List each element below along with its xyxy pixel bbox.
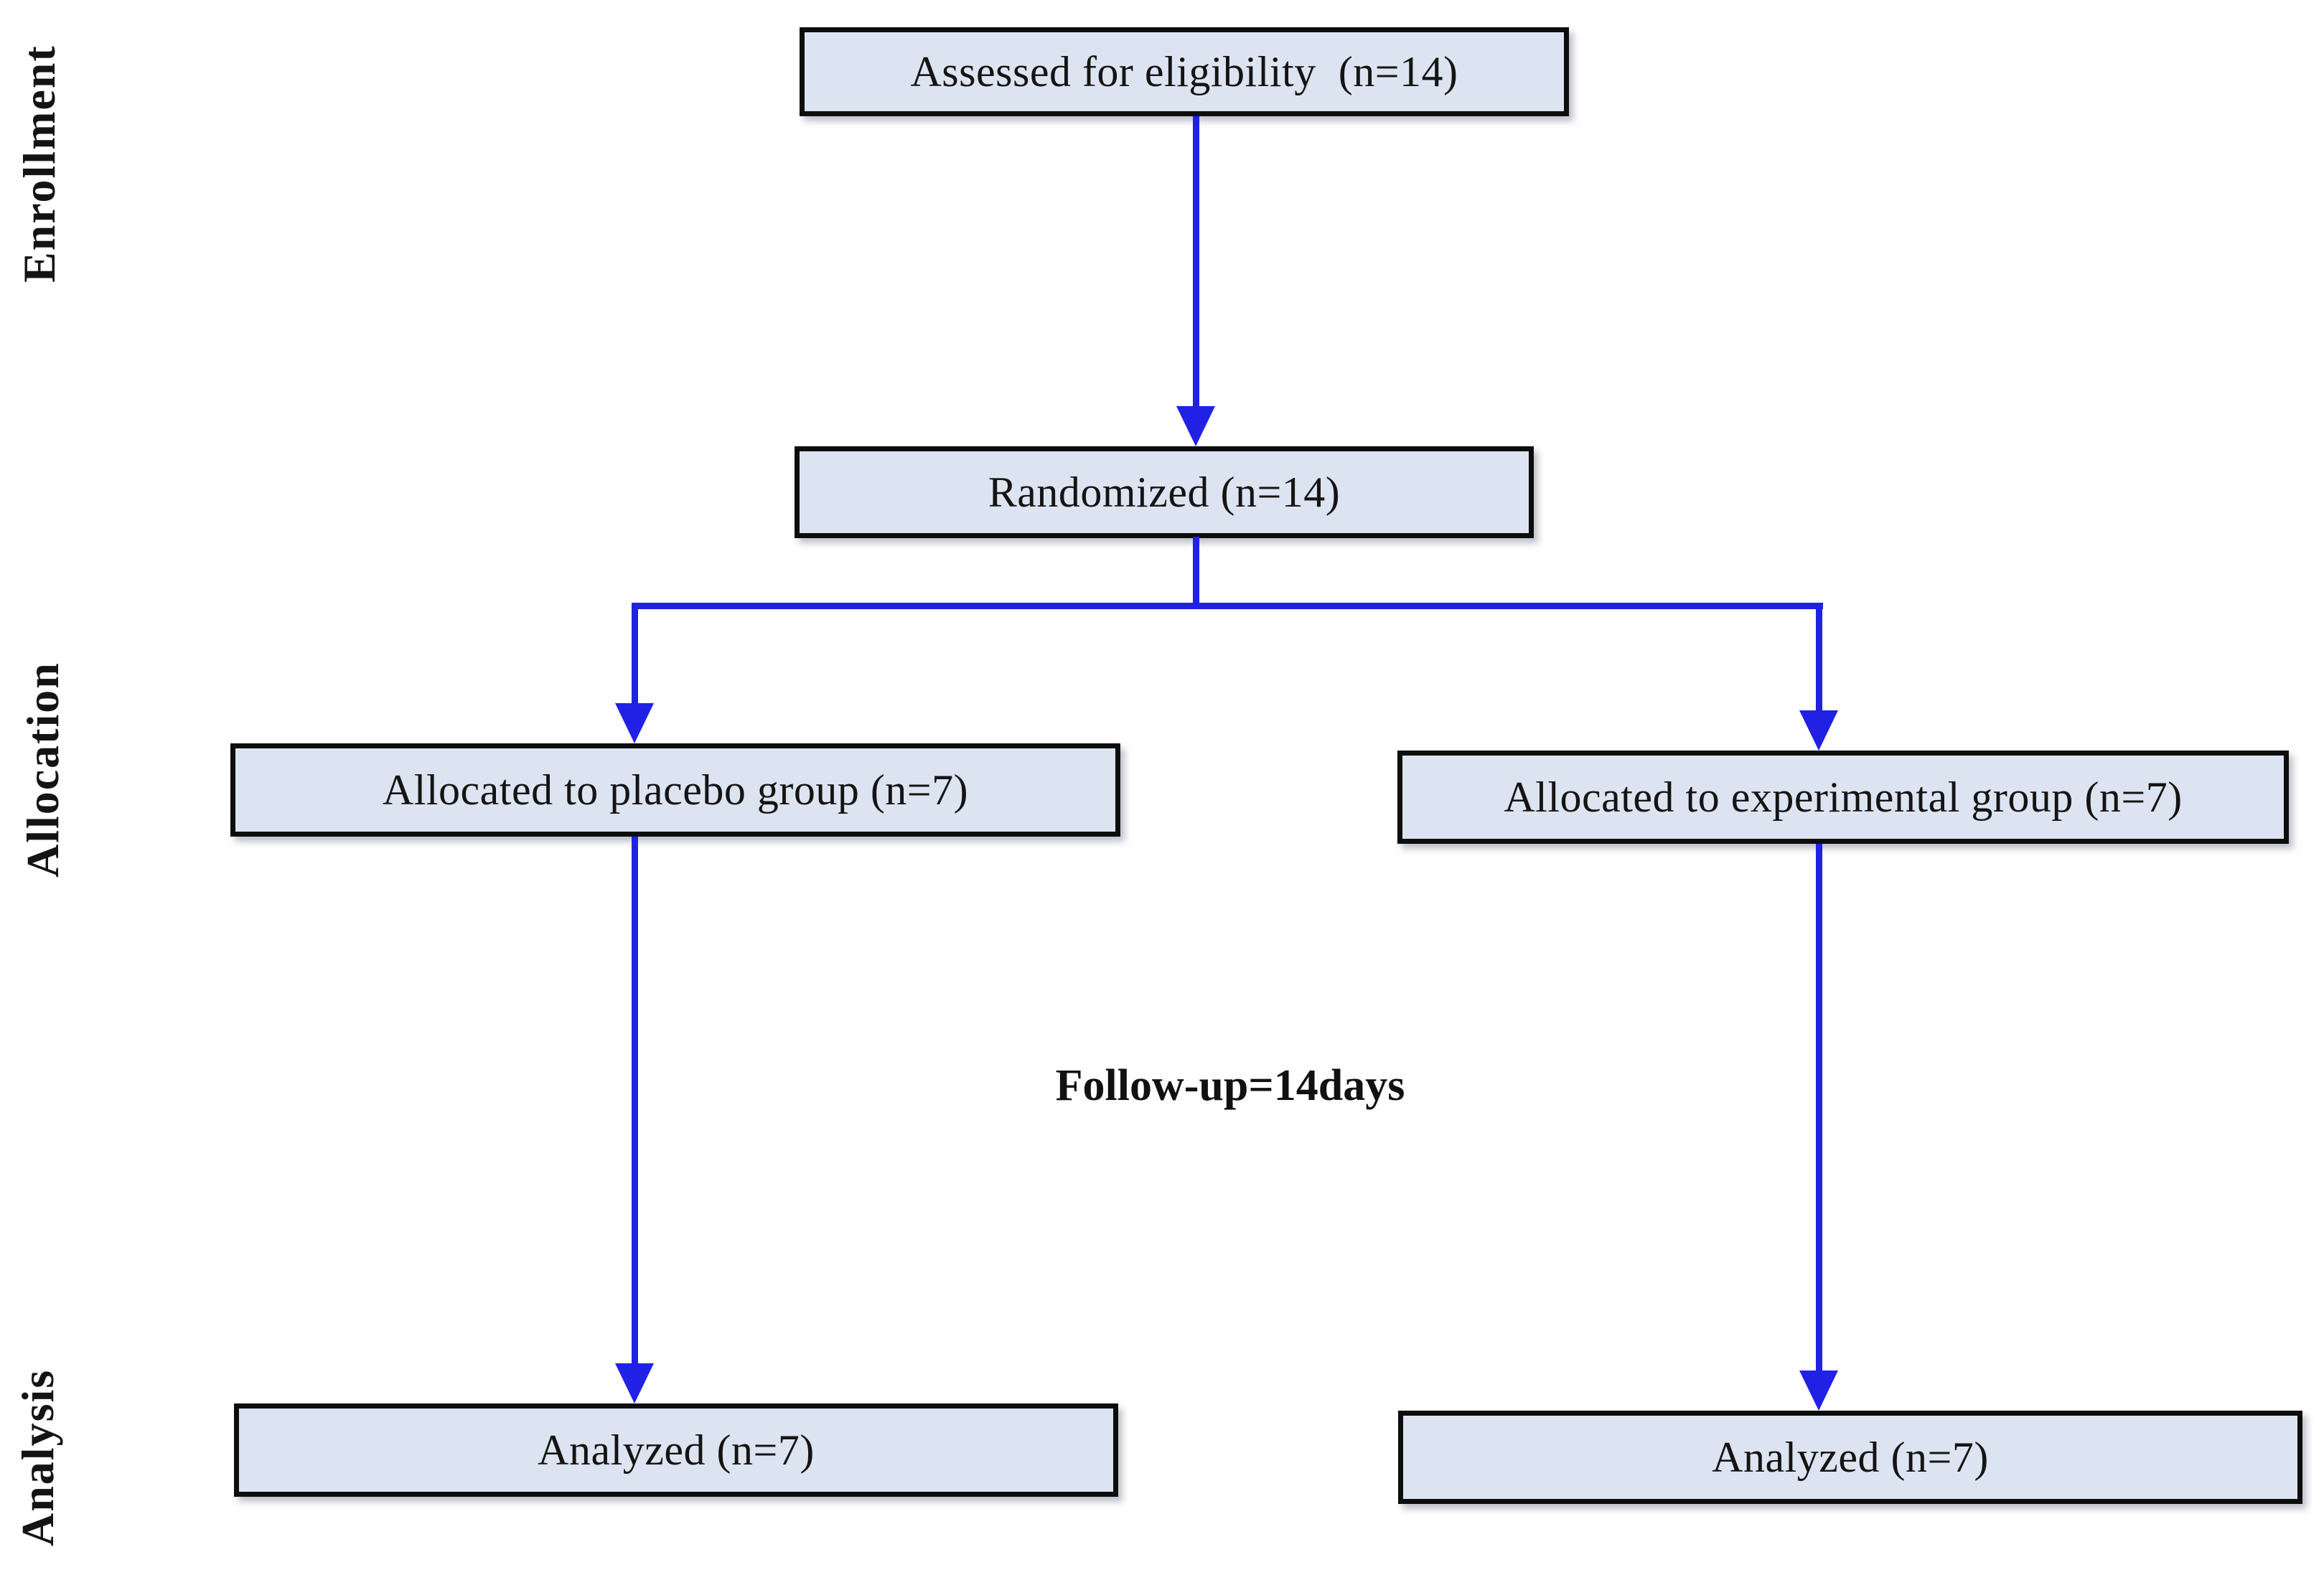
stage-label-allocation: Allocation	[17, 662, 68, 878]
connector-experimental-to-analyzed-stem	[1816, 844, 1822, 1373]
box-allocated-experimental: Allocated to experimental group (n=7)	[1397, 751, 2289, 844]
box-randomized-label: Randomized (n=14)	[988, 468, 1341, 516]
connector-randomized-split-stem	[1193, 537, 1199, 606]
box-randomized: Randomized (n=14)	[795, 446, 1534, 538]
branch-horizontal-line	[632, 603, 1823, 609]
connector-assessed-to-randomized-stem	[1193, 116, 1199, 409]
connector-experimental-to-analyzed-arrowhead	[1799, 1370, 1838, 1411]
stage-label-enrollment: Enrollment	[14, 44, 65, 283]
box-allocated-placebo: Allocated to placebo group (n=7)	[230, 743, 1120, 837]
box-allocated-placebo-label: Allocated to placebo group (n=7)	[382, 766, 969, 814]
box-assessed-for-eligibility: Assessed for eligibility (n=14)	[800, 27, 1569, 116]
box-allocated-experimental-label: Allocated to experimental group (n=7)	[1504, 773, 2183, 821]
box-assessed-label: Assessed for eligibility (n=14)	[910, 47, 1458, 95]
connector-placebo-to-analyzed-arrowhead	[615, 1363, 654, 1403]
box-analyzed-experimental-label: Analyzed (n=7)	[1712, 1433, 1989, 1481]
box-analyzed-placebo-label: Analyzed (n=7)	[538, 1426, 815, 1474]
connector-branch-to-experimental-stem	[1816, 603, 1822, 712]
connector-branch-to-placebo-stem	[632, 603, 638, 705]
connector-assessed-to-randomized-arrowhead	[1176, 406, 1215, 446]
box-analyzed-experimental: Analyzed (n=7)	[1398, 1411, 2302, 1504]
stage-label-analysis: Analysis	[12, 1368, 63, 1546]
connector-branch-to-placebo-arrowhead	[615, 703, 654, 743]
box-analyzed-placebo: Analyzed (n=7)	[234, 1403, 1118, 1497]
follow-up-annotation: Follow-up=14days	[1055, 1061, 1405, 1110]
connector-branch-to-experimental-arrowhead	[1799, 710, 1838, 751]
connector-placebo-to-analyzed-stem	[632, 837, 638, 1366]
